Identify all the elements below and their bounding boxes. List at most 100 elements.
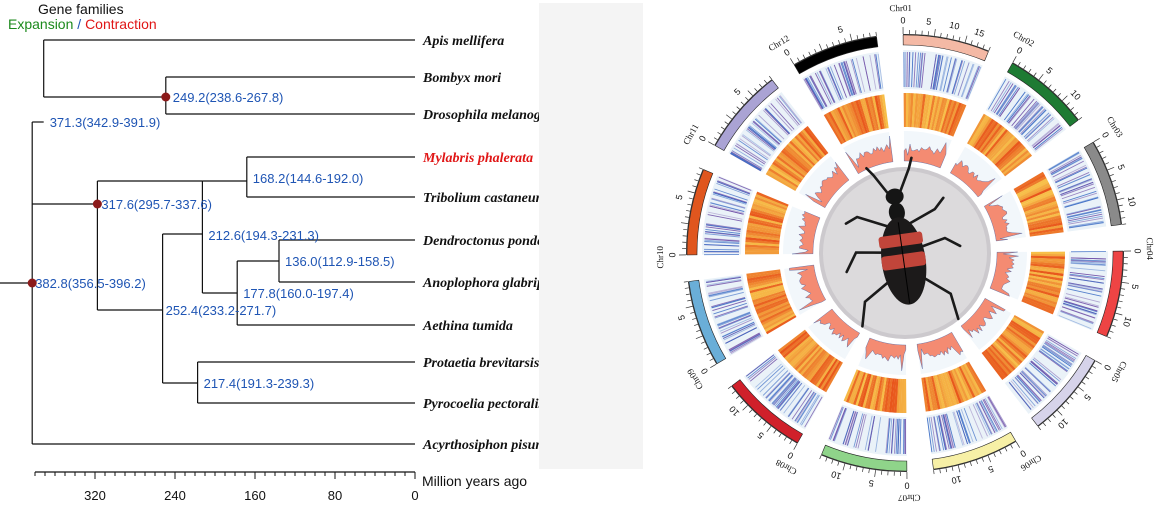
- chromosome-tick: [808, 51, 811, 56]
- heatmap-cell: [1030, 263, 1065, 270]
- beetle-leg: [845, 251, 892, 274]
- gene-density-mark: [729, 333, 761, 352]
- heatmap-cell: [1022, 193, 1055, 209]
- heatmap-cell: [803, 350, 827, 379]
- heatmap-cell: [934, 97, 946, 132]
- gene-density-mark: [1027, 118, 1055, 143]
- heatmap-cell: [965, 362, 985, 394]
- heatmap-cell: [909, 93, 914, 128]
- heatmap-cell: [984, 349, 1009, 377]
- heatmap-cell: [1026, 284, 1060, 296]
- heatmap-cell: [765, 171, 797, 191]
- chromosome-tick: [1121, 288, 1126, 290]
- chromosome-tick: [855, 466, 858, 471]
- chromosome-tick: [837, 461, 840, 466]
- beetle-leg: [898, 156, 913, 196]
- heatmap-cell: [923, 94, 931, 129]
- heatmap-cell: [823, 113, 843, 145]
- legend: Gene families Expansion / Contraction: [8, 1, 157, 32]
- heatmap-cell: [1002, 151, 1031, 175]
- gene-density-mark: [807, 77, 825, 109]
- heatmap-cell: [998, 146, 1026, 171]
- heatmap-cell: [1003, 329, 1033, 353]
- heatmap-cell: [917, 93, 924, 128]
- heatmap-cell: [864, 374, 876, 409]
- heatmap-cell: [843, 104, 859, 137]
- heatmap-cell: [745, 249, 780, 253]
- gene-density-mark: [767, 374, 793, 401]
- gene-density-mark: [713, 192, 747, 204]
- chromosome-tick: [862, 33, 865, 38]
- gene-density-mark: [838, 63, 851, 97]
- gene-density-mark: [710, 202, 745, 212]
- chromosome-band: [902, 34, 989, 62]
- chromosome-tick: [1117, 306, 1122, 309]
- gene-density-mark: [806, 77, 824, 109]
- gene-density-mark: [711, 297, 746, 309]
- gene-density-mark: [736, 143, 766, 164]
- heatmap-cell: [801, 129, 826, 157]
- chromosome-tick-label: 5: [1082, 392, 1093, 402]
- gene-density-mark: [1044, 342, 1074, 363]
- heatmap-cell: [1011, 318, 1042, 339]
- gene-density-mark: [706, 279, 742, 286]
- heatmap-cell: [876, 95, 885, 129]
- chromosome-tick: [778, 433, 782, 438]
- heatmap-cell: [996, 338, 1023, 364]
- heatmap-cell: [1019, 184, 1051, 202]
- chromosome-tick: [687, 190, 695, 194]
- chromosome-tick: [1102, 156, 1107, 159]
- chromosome-tick: [842, 463, 846, 471]
- heatmap-cell: [951, 369, 967, 402]
- gene-density-mark: [946, 58, 956, 93]
- heatmap-cell: [994, 140, 1021, 167]
- gc-area: [916, 331, 964, 369]
- heatmap-cell: [855, 100, 868, 134]
- heatmap-cell: [787, 338, 814, 364]
- chromosome-tick: [1095, 360, 1102, 365]
- gene-density-mark: [1023, 112, 1050, 138]
- gene-density-mark: [707, 285, 743, 294]
- beetle-leg: [916, 272, 960, 321]
- gene-density-mark: [1032, 358, 1061, 382]
- heatmap-cell: [986, 130, 1011, 158]
- taxon-label: Anoplophora glabripennis: [422, 276, 576, 291]
- heatmap-cell: [752, 292, 786, 306]
- chromosome-tick: [958, 36, 961, 41]
- heatmap-cell: [949, 370, 965, 403]
- heatmap-cell: [798, 132, 823, 160]
- heatmap-cell: [1021, 191, 1054, 207]
- heatmap-cell: [745, 244, 780, 249]
- gene-density-mark: [705, 224, 741, 231]
- heatmap-cell: [1027, 215, 1062, 226]
- chromosome-tick: [692, 317, 697, 320]
- gene-density-mark: [1063, 192, 1098, 204]
- gene-density-mark: [711, 197, 746, 209]
- gene-density-mark: [1010, 380, 1034, 408]
- gene-density-mark: [891, 418, 895, 454]
- gene-density-mark: [828, 406, 843, 440]
- gene-density-mark: [706, 223, 741, 230]
- heatmap-cell: [927, 376, 936, 411]
- gene-density-mark: [706, 223, 741, 230]
- heatmap-cell: [834, 108, 852, 140]
- heatmap-cell: [970, 116, 991, 147]
- heatmap-cell: [782, 334, 810, 359]
- gene-density-mark: [1016, 374, 1042, 402]
- gene-density-mark: [1049, 154, 1081, 173]
- heatmap-cell: [848, 102, 863, 136]
- chromosome-tick-label: 0: [904, 481, 909, 491]
- chromosome-tick-label: 10: [1121, 315, 1134, 328]
- gene-density-mark: [941, 414, 950, 450]
- chromosome-tick-label: 0: [786, 450, 795, 461]
- gene-density-mark: [917, 52, 922, 88]
- chromosome-band: [793, 36, 879, 75]
- heatmap-cell: [751, 288, 785, 301]
- gene-density-mark: [830, 406, 844, 440]
- gene-density-mark: [1069, 274, 1105, 281]
- gene-density-mark: [1070, 260, 1106, 263]
- gene-density-mark: [827, 67, 842, 101]
- heatmap-cell: [891, 378, 897, 413]
